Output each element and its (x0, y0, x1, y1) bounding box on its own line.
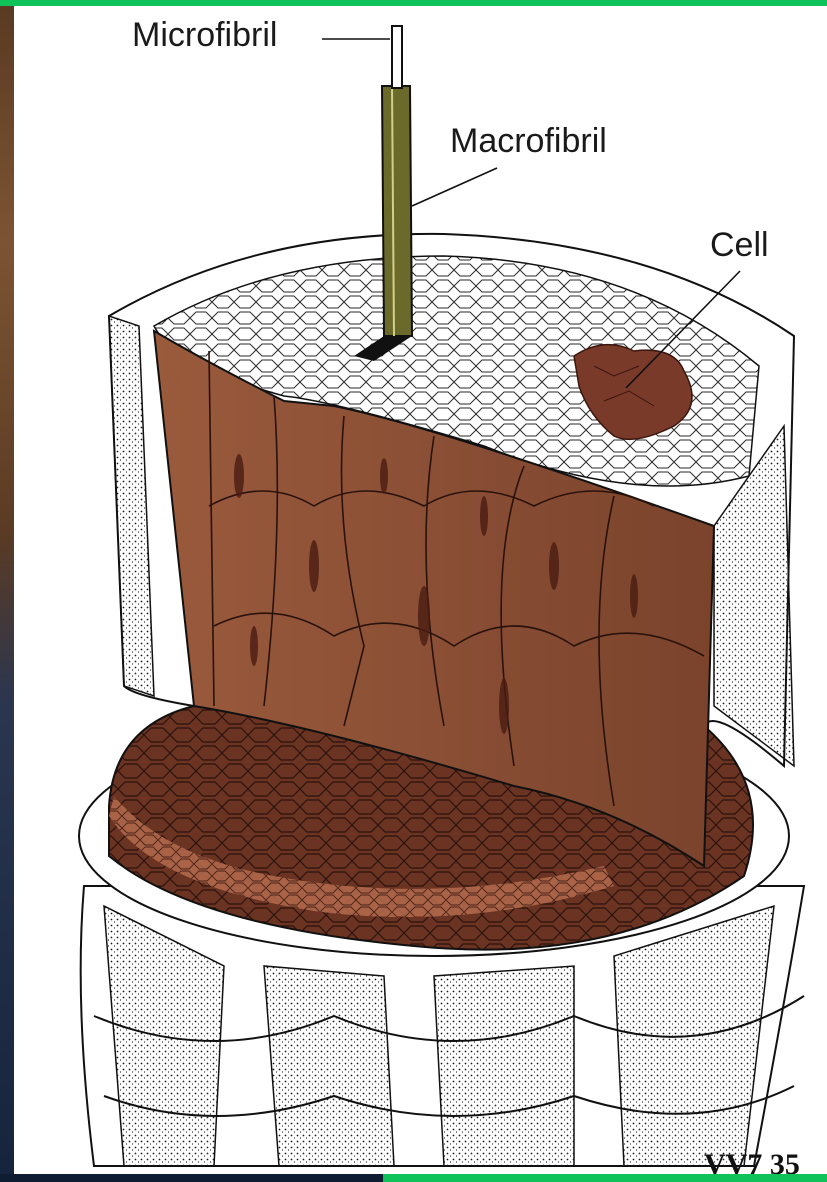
diagram-panel: Microfibril Macrofibril Cell VV7 35 (14, 6, 827, 1174)
label-microfibril: Microfibril (132, 18, 277, 52)
catalog-number: VV7 35 (704, 1148, 800, 1174)
label-macrofibril: Macrofibril (450, 124, 607, 158)
label-cell: Cell (710, 228, 769, 262)
bottom-accent-bar (383, 1174, 827, 1182)
hair-structure-diagram (14, 6, 827, 1174)
microfibril-rod (392, 26, 402, 88)
